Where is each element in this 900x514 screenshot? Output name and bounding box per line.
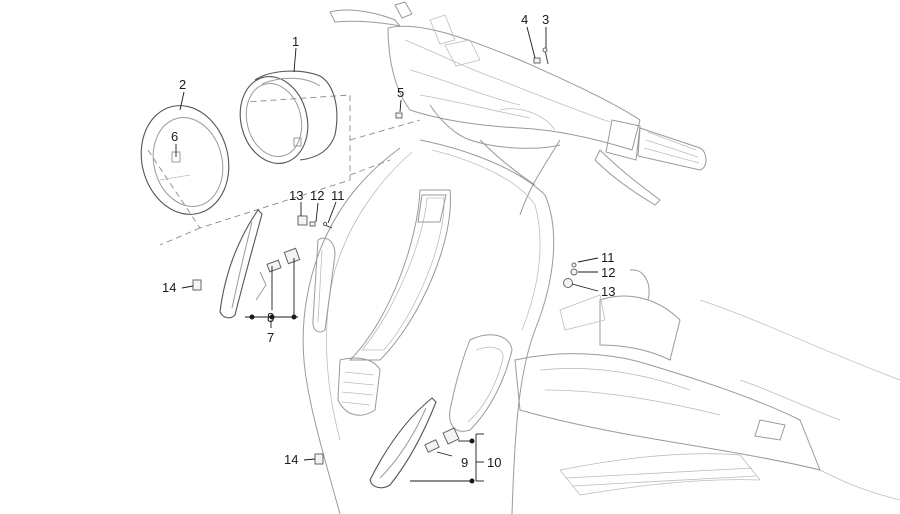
callout-10: 10 [487, 455, 501, 470]
callout-4: 4 [521, 12, 528, 27]
callout-2: 2 [179, 77, 186, 92]
callout-11-left: 11 [331, 188, 345, 203]
callout-11-right: 11 [601, 250, 615, 265]
callout-12-left: 12 [310, 188, 324, 203]
callout-9: 9 [461, 455, 468, 470]
callout-5: 5 [397, 85, 404, 100]
callout-8: 8 [267, 310, 274, 325]
left-turn-indicator [219, 209, 301, 319]
callout-14-bottom: 14 [284, 452, 298, 467]
headlamp-unit [239, 70, 338, 164]
leader-dots [249, 314, 475, 484]
right-turn-indicator [369, 397, 460, 489]
headlamp-trim-ring [140, 105, 230, 215]
leader-lines [175, 26, 599, 482]
callout-6: 6 [171, 129, 178, 144]
small-fasteners [192, 47, 578, 465]
callout-12-right: 12 [601, 265, 615, 280]
scooter-body-drawing [302, 1, 900, 514]
callout-1: 1 [292, 34, 299, 49]
callout-13-right: 13 [601, 284, 615, 299]
callout-3: 3 [542, 12, 549, 27]
headlamp-group-outline [147, 94, 351, 229]
callout-7: 7 [267, 330, 274, 345]
callout-13-left: 13 [289, 188, 303, 203]
callout-14-left: 14 [162, 280, 176, 295]
